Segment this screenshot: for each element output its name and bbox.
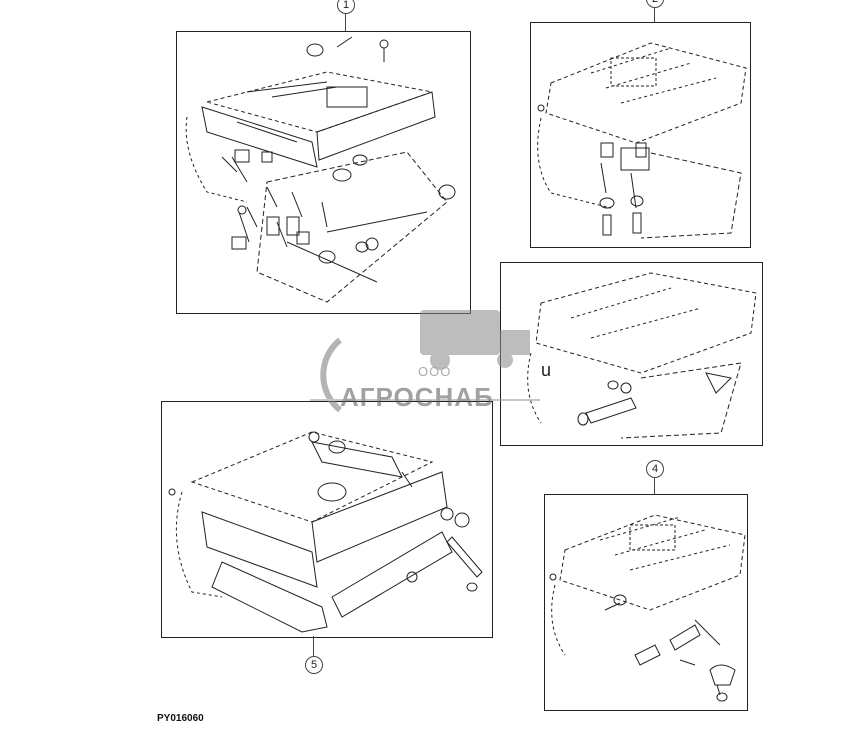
watermark-brand: АГРОСНАБ — [340, 382, 494, 412]
panel-5-drawing — [168, 431, 483, 633]
callout-2-leader — [654, 6, 655, 22]
watermark-prefix: ООО — [418, 364, 452, 379]
callout-2: 2 — [646, 0, 664, 8]
callout-1-leader — [345, 9, 346, 31]
document-code: PY016060 — [157, 713, 204, 724]
panel-2 — [530, 22, 751, 248]
callout-1: 1 — [337, 0, 355, 14]
callout-4: 4 — [646, 460, 664, 478]
panel-4 — [544, 494, 748, 711]
watermark-logo — [310, 310, 540, 413]
panel-3-drawing — [527, 272, 757, 439]
panel-4-drawing — [549, 514, 746, 702]
watermark: ООО АГРОСНАБ — [300, 300, 550, 430]
panel-2-drawing — [537, 42, 747, 239]
panel-1-drawing — [185, 36, 456, 303]
panel-1 — [176, 31, 471, 314]
panel-3 — [500, 262, 763, 446]
panel-5 — [161, 401, 493, 638]
callout-5-leader — [313, 636, 314, 656]
callout-4-leader — [654, 476, 655, 494]
callout-5: 5 — [305, 656, 323, 674]
stray-glyph: u — [541, 360, 552, 380]
